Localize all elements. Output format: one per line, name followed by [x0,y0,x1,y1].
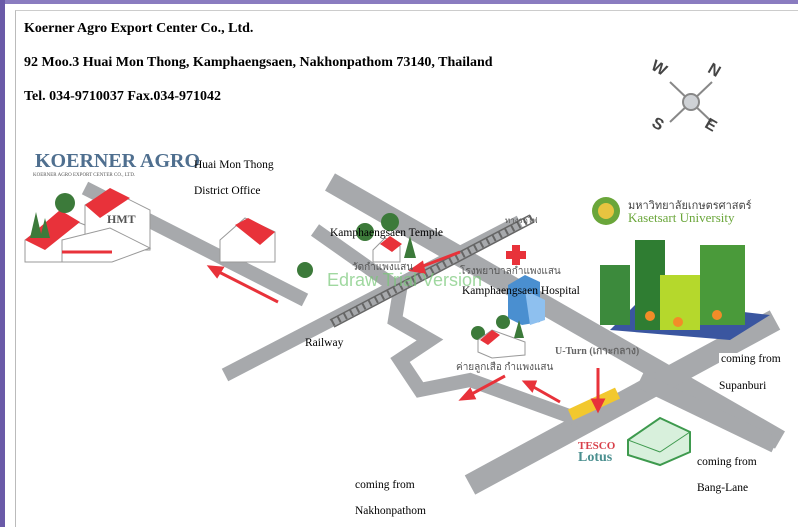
road-main-nakhon [464,310,781,495]
kasetsart-buildings [592,197,770,340]
hmt-label: HMT [107,212,136,226]
scout-camp-label: ค่ายลูกเสือ กำแพงแสน [456,362,554,373]
banglane-label-2: Bang-Lane [697,482,749,494]
koerner-logo: KOERNER AGRO [35,150,201,172]
frame-top [0,0,798,4]
tesco-logo: TESCO [578,440,616,452]
supanburi-label-1: coming from [719,353,783,365]
direction-arrows [206,250,606,414]
temple-building [297,213,416,278]
hospital-thai-label: โรงพยาบาลกำแพงแสน [460,266,561,277]
hospital-label: Kamphaengsaen Hospital [462,285,580,297]
temple-thai-label: วัดกำแพงแสน [352,262,414,273]
district-office-label-1: Huai Mon Thong [194,159,274,171]
kasetsart-logo: Kasetsart University [628,210,735,225]
temple-label: Kamphaengsaen Temple [330,227,443,239]
kasetsart-thai-logo: มหาวิทยาลัยเกษตรศาสตร์ [628,200,752,212]
hospital [506,245,545,325]
nakhon-label-1: coming from [355,479,415,491]
hmt-buildings [24,188,152,263]
railway-thai-label: ทางรถไฟ [505,216,538,225]
lotus-logo: Lotus [578,450,613,465]
district-office-building [219,217,276,263]
tesco-lotus-building [627,416,691,467]
uturn-label: U-Turn (เกาะกลาง) [555,346,640,357]
compass-icon [669,81,713,123]
watermark: Edraw Trial Version [327,270,483,290]
railway-label: Railway [305,337,344,349]
company-address: 92 Moo.3 Huai Mon Thong, Kamphaengsaen, … [24,55,493,70]
company-name: Koerner Agro Export Center Co., Ltd. [24,21,254,36]
roads [81,173,785,495]
road-zigzag [310,224,583,427]
frame-border [15,10,798,527]
road-main-diagonal [325,173,785,449]
railway [329,214,535,328]
supanburi-label-2: Supanburi [719,380,767,392]
company-contact: Tel. 034-9710037 Fax.034-971042 [24,89,222,104]
nakhon-label-2: Nakhonpathom [355,505,426,517]
banglane-label-1: coming from [697,456,757,468]
koerner-logo-sub: KOERNER AGRO EXPORT CENTER CO., LTD. [33,173,136,178]
scout-camp [471,315,526,359]
frame-left [0,0,5,527]
district-office-label-2: District Office [194,185,261,197]
road-lotus [636,372,779,453]
